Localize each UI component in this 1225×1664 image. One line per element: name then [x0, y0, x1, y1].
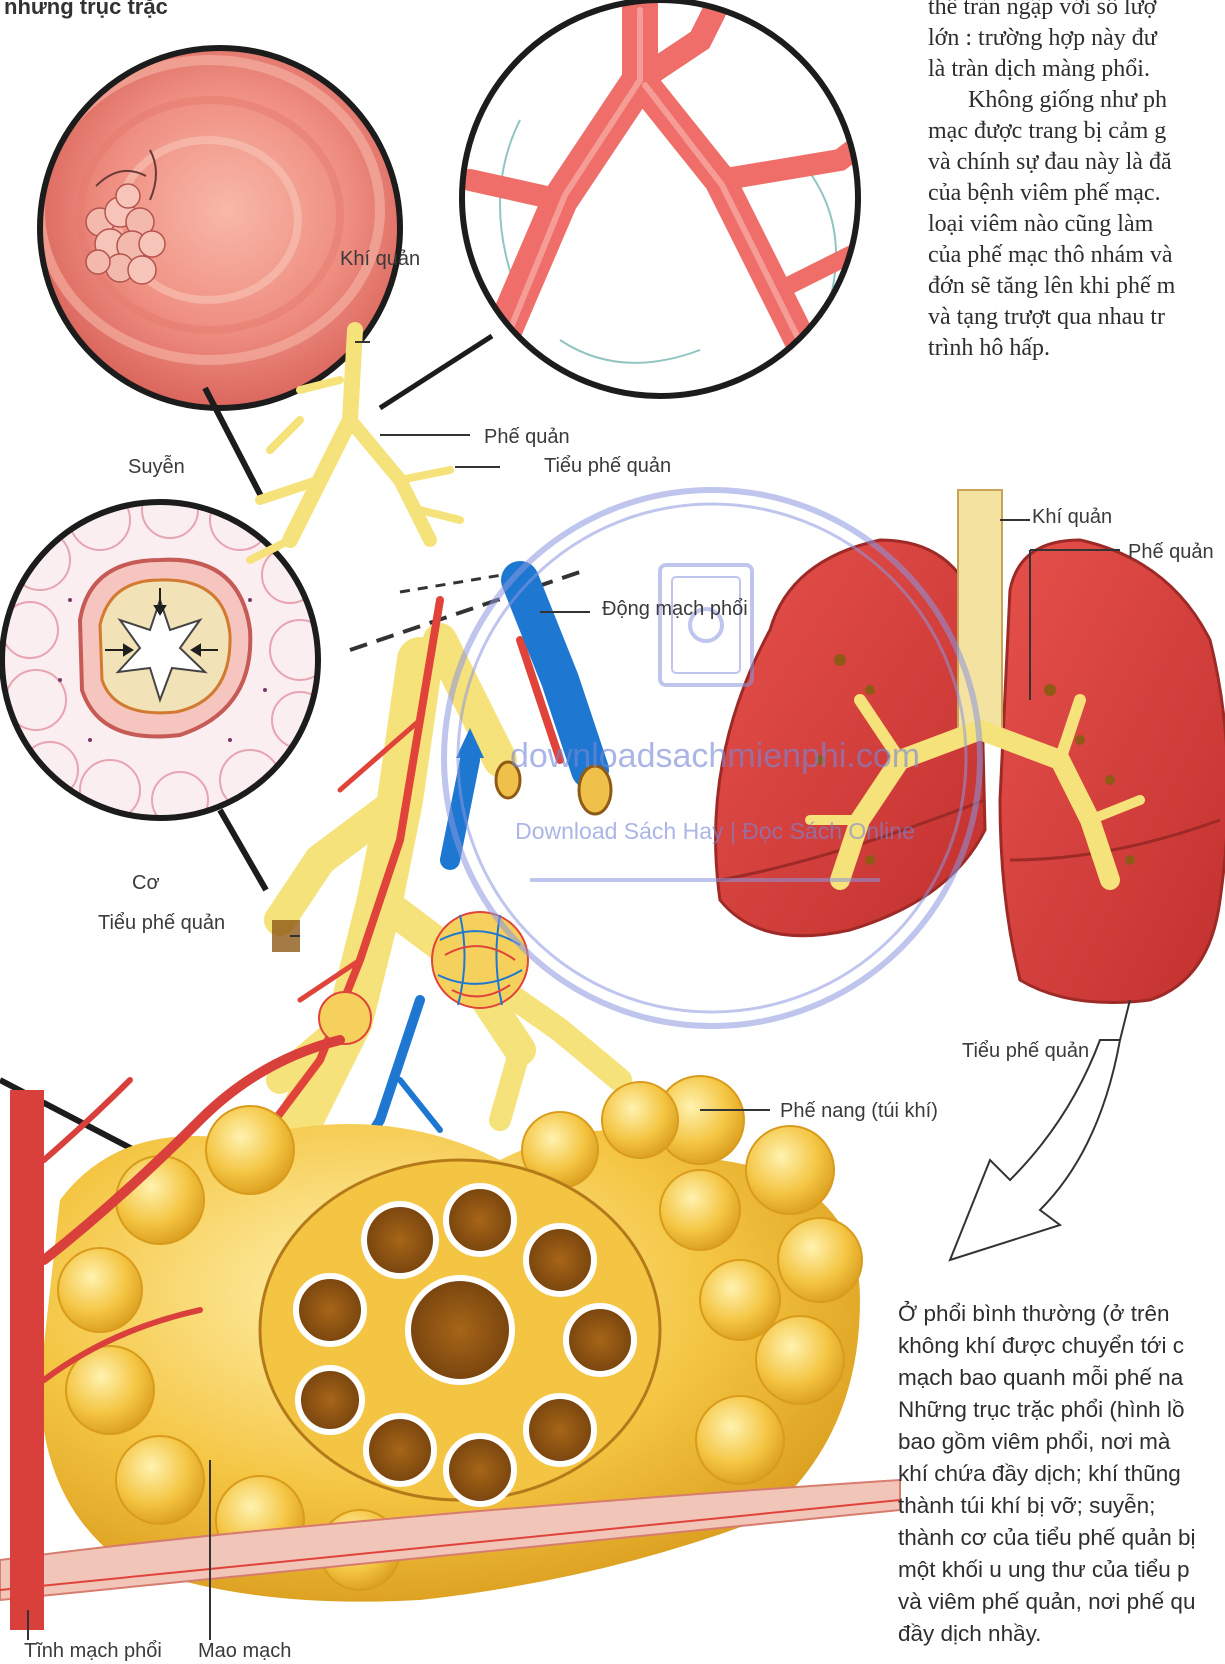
watermark-subtitle: Download Sách Hay | Đọc Sách Online — [495, 818, 935, 845]
caption-line: Ở phổi bình thường (ở trên — [898, 1298, 1225, 1330]
caption-line: không khí được chuyển tới c — [898, 1330, 1225, 1362]
caption-line: và viêm phế quản, nơi phế qu — [898, 1586, 1225, 1618]
body-text-line: của bệnh viêm phế mạc. — [928, 178, 1225, 209]
body-text-line: trình hô hấp. — [928, 333, 1225, 364]
body-text-line: loại viêm nào cũng làm — [928, 209, 1225, 240]
caption-line: một khối u ung thư của tiểu p — [898, 1554, 1225, 1586]
label-khi-quan: Khí quản — [340, 248, 420, 271]
label-tieu-phe-quan-2: Tiểu phế quản — [98, 912, 225, 935]
body-text-line: thể tràn ngập với số lượ — [928, 0, 1225, 23]
bronchus-closeup-circle — [462, 0, 880, 396]
label-tinh-mach-phoi: Tĩnh mạch phổi — [24, 1640, 162, 1663]
label-dong-mach-phoi: Động mạch phổi — [602, 598, 748, 621]
label-phe-quan: Phế quản — [484, 426, 570, 449]
label-khi-quan-2: Khí quản — [1032, 506, 1112, 529]
label-tieu-phe-quan: Tiểu phế quản — [544, 455, 671, 478]
body-text-line: Không giống như ph — [928, 85, 1225, 116]
label-suyen: Suyễn — [128, 456, 185, 479]
body-text-line: của phế mạc thô nhám và — [928, 240, 1225, 271]
section-heading: nhưng trục trặc — [4, 0, 168, 20]
label-phe-nang: Phế nang (túi khí) — [780, 1100, 938, 1123]
pointer-line — [220, 810, 266, 890]
body-text-line: và tạng trượt qua nhau tr — [928, 302, 1225, 333]
body-text-line: mạc được trang bị cảm g — [928, 116, 1225, 147]
caption-line: đầy dịch nhầy. — [898, 1618, 1225, 1650]
label-mao-mach: Mao mạch — [198, 1640, 291, 1663]
body-text-block: thể tràn ngập với số lượ lớn : trường hợ… — [928, 0, 1225, 364]
caption-line: thành cơ của tiểu phế quản bị — [898, 1522, 1225, 1554]
caption-line: bao gồm viêm phổi, nơi mà — [898, 1426, 1225, 1458]
caption-line: Những trục trặc phổi (hình lồ — [898, 1394, 1225, 1426]
label-tieu-phe-quan-3: Tiểu phế quản — [962, 1040, 1089, 1063]
body-text-line: là tràn dịch màng phổi. — [928, 54, 1225, 85]
body-text-line: đớn sẽ tăng lên khi phế m — [928, 271, 1225, 302]
curved-arrow — [950, 1040, 1120, 1260]
watermark-domain: downloadsachmienphi.com — [495, 737, 935, 776]
label-co: Cơ — [132, 872, 160, 895]
caption-line: mạch bao quanh mỗi phế na — [898, 1362, 1225, 1394]
caption-line: khí chứa đầy dịch; khí thũng — [898, 1458, 1225, 1490]
body-text-line: lớn : trường hợp này đư — [928, 23, 1225, 54]
pointer-line — [380, 336, 492, 408]
body-text-line: và chính sự đau này là đă — [928, 147, 1225, 178]
alveoli-cluster — [0, 1076, 900, 1602]
bronchiole-cross-section-circle — [2, 482, 330, 828]
label-phe-quan-2: Phế quản — [1128, 541, 1214, 564]
caption-line: thành túi khí bị vỡ; suyễn; — [898, 1490, 1225, 1522]
figure-caption: Ở phổi bình thường (ở trên không khí đượ… — [898, 1298, 1225, 1650]
